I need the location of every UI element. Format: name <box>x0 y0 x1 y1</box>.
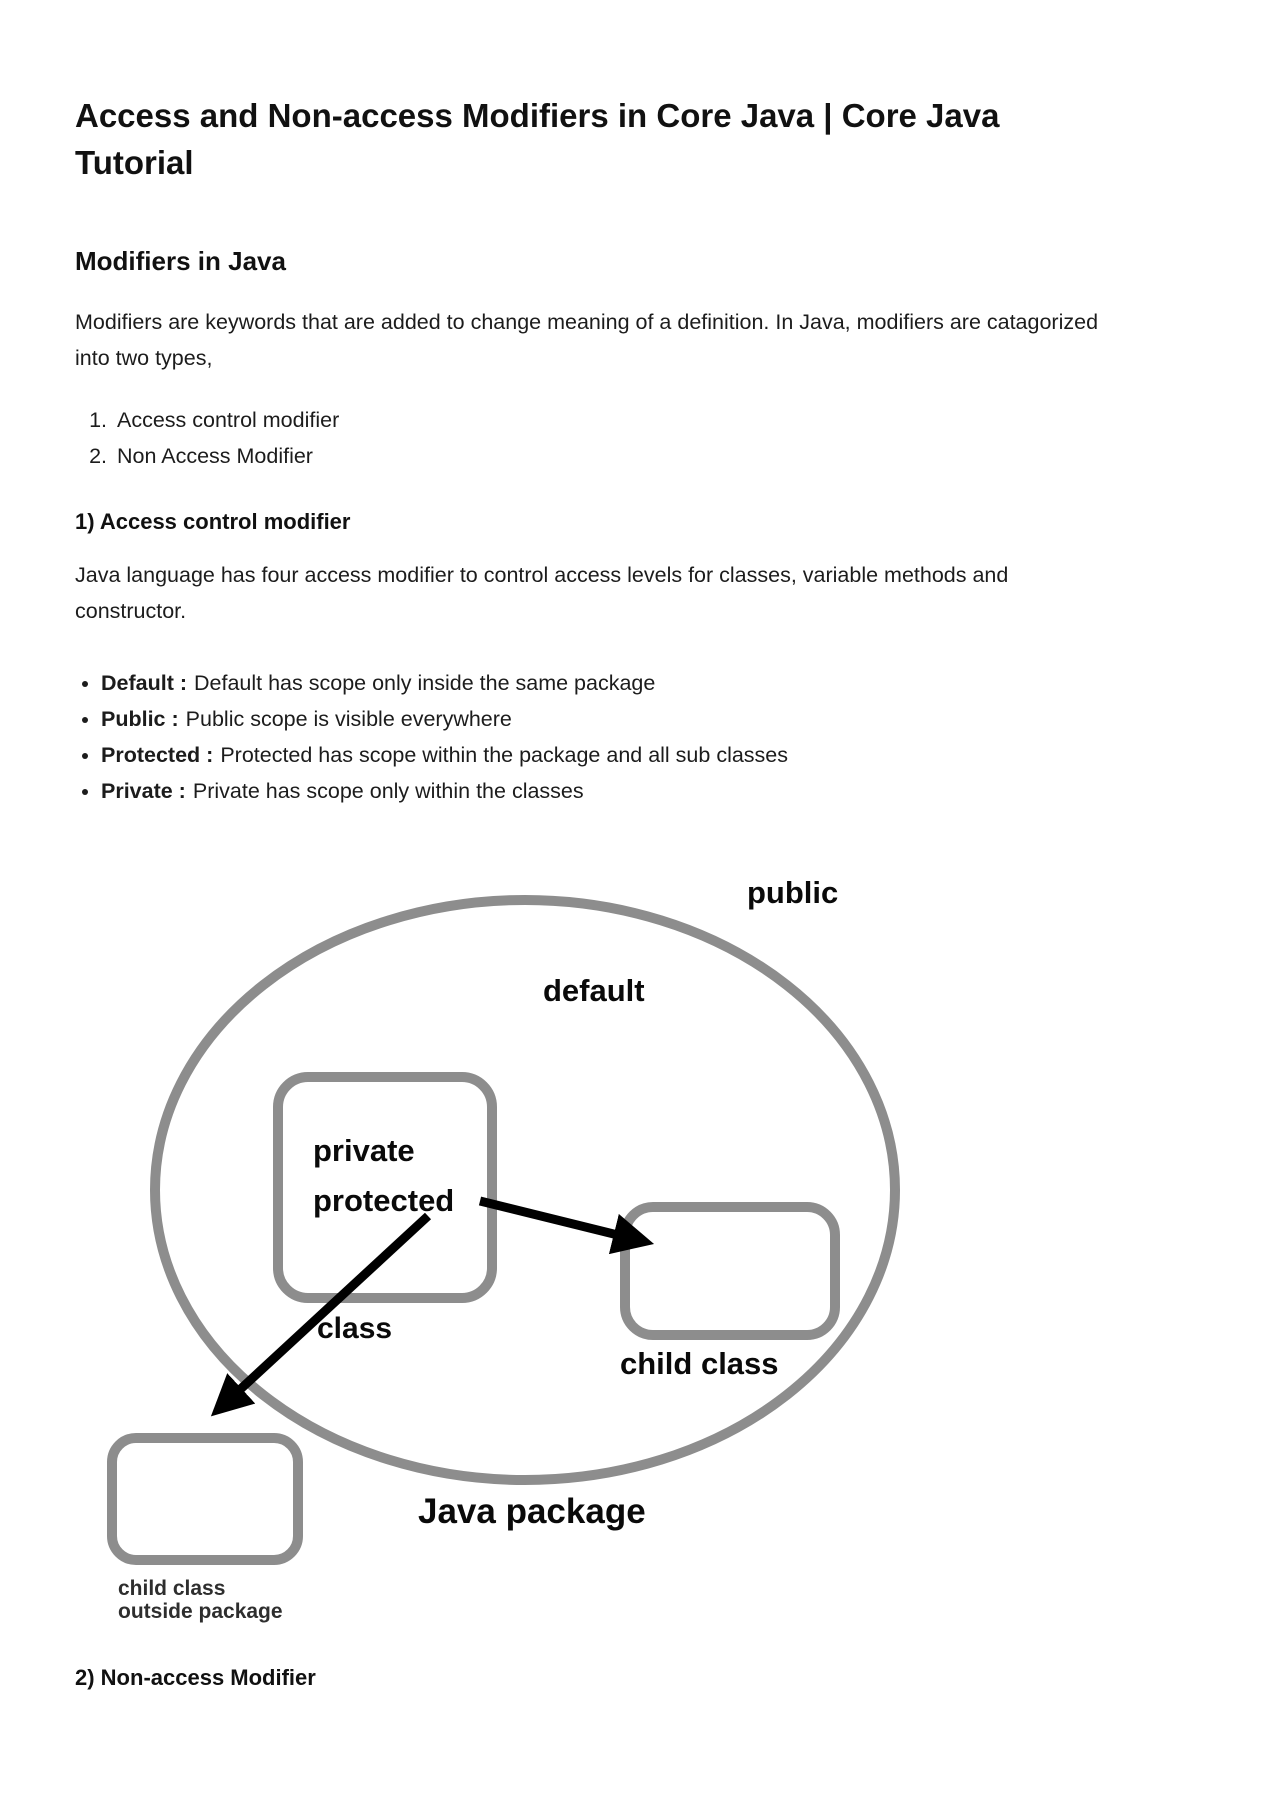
list-item-public: Public :Public scope is visible everywhe… <box>101 701 1051 737</box>
modifier-type-list: Access control modifier Non Access Modif… <box>75 402 813 474</box>
caption-outside-line1: child class <box>118 1577 225 1600</box>
outside-package-class-box <box>107 1433 303 1565</box>
page-title: Access and Non-access Modifiers in Core … <box>75 97 1000 181</box>
arrow-protected-to-child-class <box>478 1196 655 1255</box>
list-item-protected: Protected :Protected has scope within th… <box>101 737 1051 773</box>
access-level-list: Default : Default has scope only inside t… <box>75 665 1051 809</box>
section-heading-modifiers-in-java: Modifiers in Java <box>75 246 286 276</box>
modifier-term: Default : <box>101 671 187 695</box>
modifier-term: Public : <box>101 707 179 731</box>
arrow-protected-to-outside-class <box>210 1212 432 1417</box>
heading-non-access-modifier: 2) Non-access Modifier <box>75 1665 316 1690</box>
label-private: private <box>313 1133 415 1168</box>
java-package-ellipse <box>150 895 900 1485</box>
modifier-term: Private : <box>101 779 186 803</box>
modifier-term: Protected : <box>101 743 214 767</box>
list-item-private: Private :Private has scope only within t… <box>101 773 1051 809</box>
modifier-description: Private has scope only within the classe… <box>192 779 584 803</box>
label-java-package: Java package <box>418 1492 646 1531</box>
class-box <box>273 1072 497 1303</box>
label-default: default <box>543 973 645 1008</box>
heading-access-control-modifier: 1) Access control modifier <box>75 509 351 534</box>
label-protected: protected <box>313 1183 454 1218</box>
child-class-box <box>620 1202 840 1340</box>
list-item-default: Default : Default has scope only inside t… <box>101 665 1051 701</box>
label-child-class: child class <box>620 1346 779 1381</box>
label-class: class <box>317 1312 392 1345</box>
list-item-non-access: Non Access Modifier <box>113 438 813 474</box>
label-public: public <box>747 875 838 910</box>
intro-paragraph: Modifiers are keywords that are added to… <box>75 310 1099 370</box>
access-paragraph: Java language has four access modifier t… <box>75 563 1009 623</box>
caption-outside-line2: outside package <box>118 1600 283 1623</box>
modifier-description: Protected has scope within the package a… <box>220 743 789 767</box>
modifier-description: Default has scope only inside the same p… <box>194 671 656 695</box>
list-item-access-control: Access control modifier <box>113 402 813 438</box>
modifier-description: Public scope is visible everywhere <box>185 707 512 731</box>
